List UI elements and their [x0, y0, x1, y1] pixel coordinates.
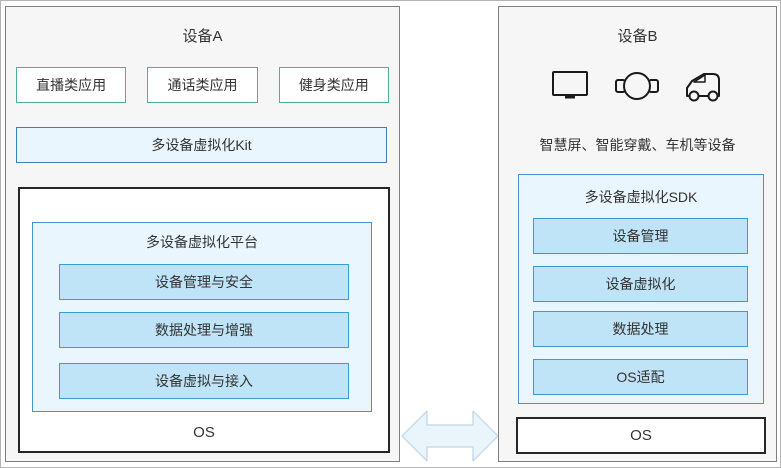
device-b-icons-row	[499, 68, 776, 104]
platform-module-device-mgmt-security: 设备管理与安全	[59, 264, 349, 300]
sdk-module-os-adaptation: OS适配	[533, 359, 748, 395]
device-a-os-label: OS	[193, 424, 215, 441]
virtualization-sdk-box: 多设备虚拟化SDK 设备管理 设备虚拟化 数据处理 OS适配	[518, 174, 764, 404]
smart-screen-icon	[551, 70, 591, 102]
virtualization-platform-box: 多设备虚拟化平台 设备管理与安全 数据处理与增强 设备虚拟与接入	[32, 222, 372, 412]
sdk-title: 多设备虚拟化SDK	[584, 189, 698, 205]
multi-device-virtualization-kit-box: 多设备虚拟化Kit	[16, 127, 387, 163]
platform-module-data-processing-enhancement: 数据处理与增强	[59, 312, 349, 348]
sdk-module-device-virtualization: 设备虚拟化	[533, 266, 748, 302]
sdk-module-device-management: 设备管理	[533, 218, 748, 254]
device-b-caption: 智慧屏、智能穿戴、车机等设备	[539, 137, 736, 153]
device-b-panel: 设备B	[498, 6, 777, 462]
smart-watch-icon	[613, 70, 661, 102]
device-a-os-container: 多设备虚拟化平台 设备管理与安全 数据处理与增强 设备虚拟与接入 OS	[18, 187, 390, 453]
car-icon	[683, 70, 725, 103]
device-a-apps-row: 直播类应用 通话类应用 健身类应用	[16, 67, 389, 103]
device-b-os-box: OS	[516, 417, 766, 454]
platform-module-device-virtualization-access: 设备虚拟与接入	[59, 363, 349, 399]
bidirectional-arrow-icon	[401, 408, 499, 464]
sdk-module-data-processing: 数据处理	[533, 311, 748, 347]
device-a-title: 设备A	[182, 28, 223, 45]
app-box-calling: 通话类应用	[147, 67, 258, 103]
app-box-live-streaming: 直播类应用	[16, 67, 127, 103]
platform-title: 多设备虚拟化平台	[146, 234, 258, 250]
app-box-fitness: 健身类应用	[278, 67, 389, 103]
device-b-title: 设备B	[617, 28, 658, 45]
device-a-panel: 设备A 直播类应用 通话类应用 健身类应用 多设备虚拟化Kit 多设备虚拟化平台…	[5, 6, 400, 462]
